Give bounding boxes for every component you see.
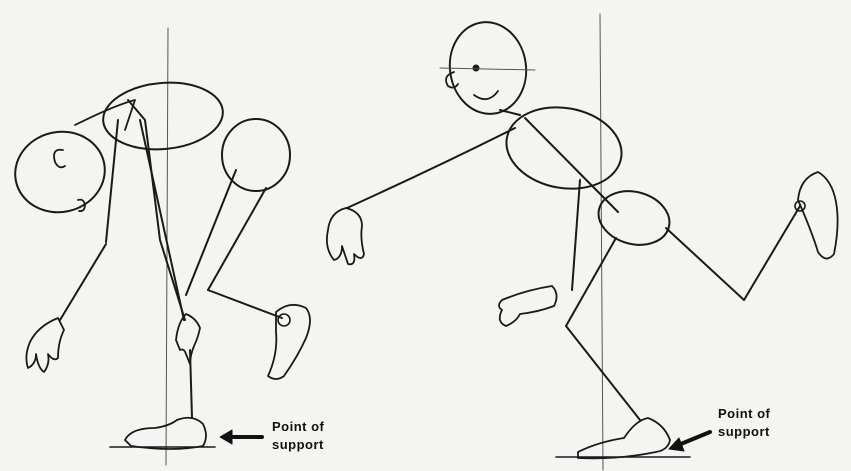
right-support-foot [578,418,670,458]
right-hip [592,184,675,253]
left-support-arrow-head [220,430,232,444]
left-forearm [60,244,106,320]
right-point-of-support-label: Point of support [718,405,770,441]
right-front-arm [347,128,515,208]
left-back-thigh [186,170,236,295]
right-back-upper-arm [572,180,580,290]
left-hand-2 [176,314,200,364]
left-ear [54,150,65,168]
right-label-line-1: Point of [718,405,770,423]
right-chest [500,99,628,198]
right-neck [500,110,520,115]
left-label-line-2: support [272,436,324,454]
right-figure [327,14,838,470]
left-hand-1 [26,318,64,372]
right-spine [525,118,618,212]
left-figure [8,28,310,465]
left-back-thigh-2 [208,188,266,290]
right-rear-shin [744,206,800,300]
right-smile [474,91,498,99]
right-back-hand [499,286,557,326]
right-front-hand [327,208,364,264]
left-head [8,124,113,221]
left-upper-arm [106,120,118,242]
right-support-arrow-head [669,438,684,451]
left-point-of-support-label: Point of support [272,418,324,454]
right-eye [473,65,479,71]
right-center-guide-line [600,14,603,470]
left-shoulders [100,78,225,154]
right-head-guide [440,68,535,70]
left-support-foot [125,418,206,449]
left-back-ankle [278,314,290,326]
right-label-line-2: support [718,423,770,441]
left-back-shin [208,290,282,318]
right-rear-foot [798,172,838,259]
right-rear-thigh [666,228,744,300]
left-label-line-1: Point of [272,418,324,436]
